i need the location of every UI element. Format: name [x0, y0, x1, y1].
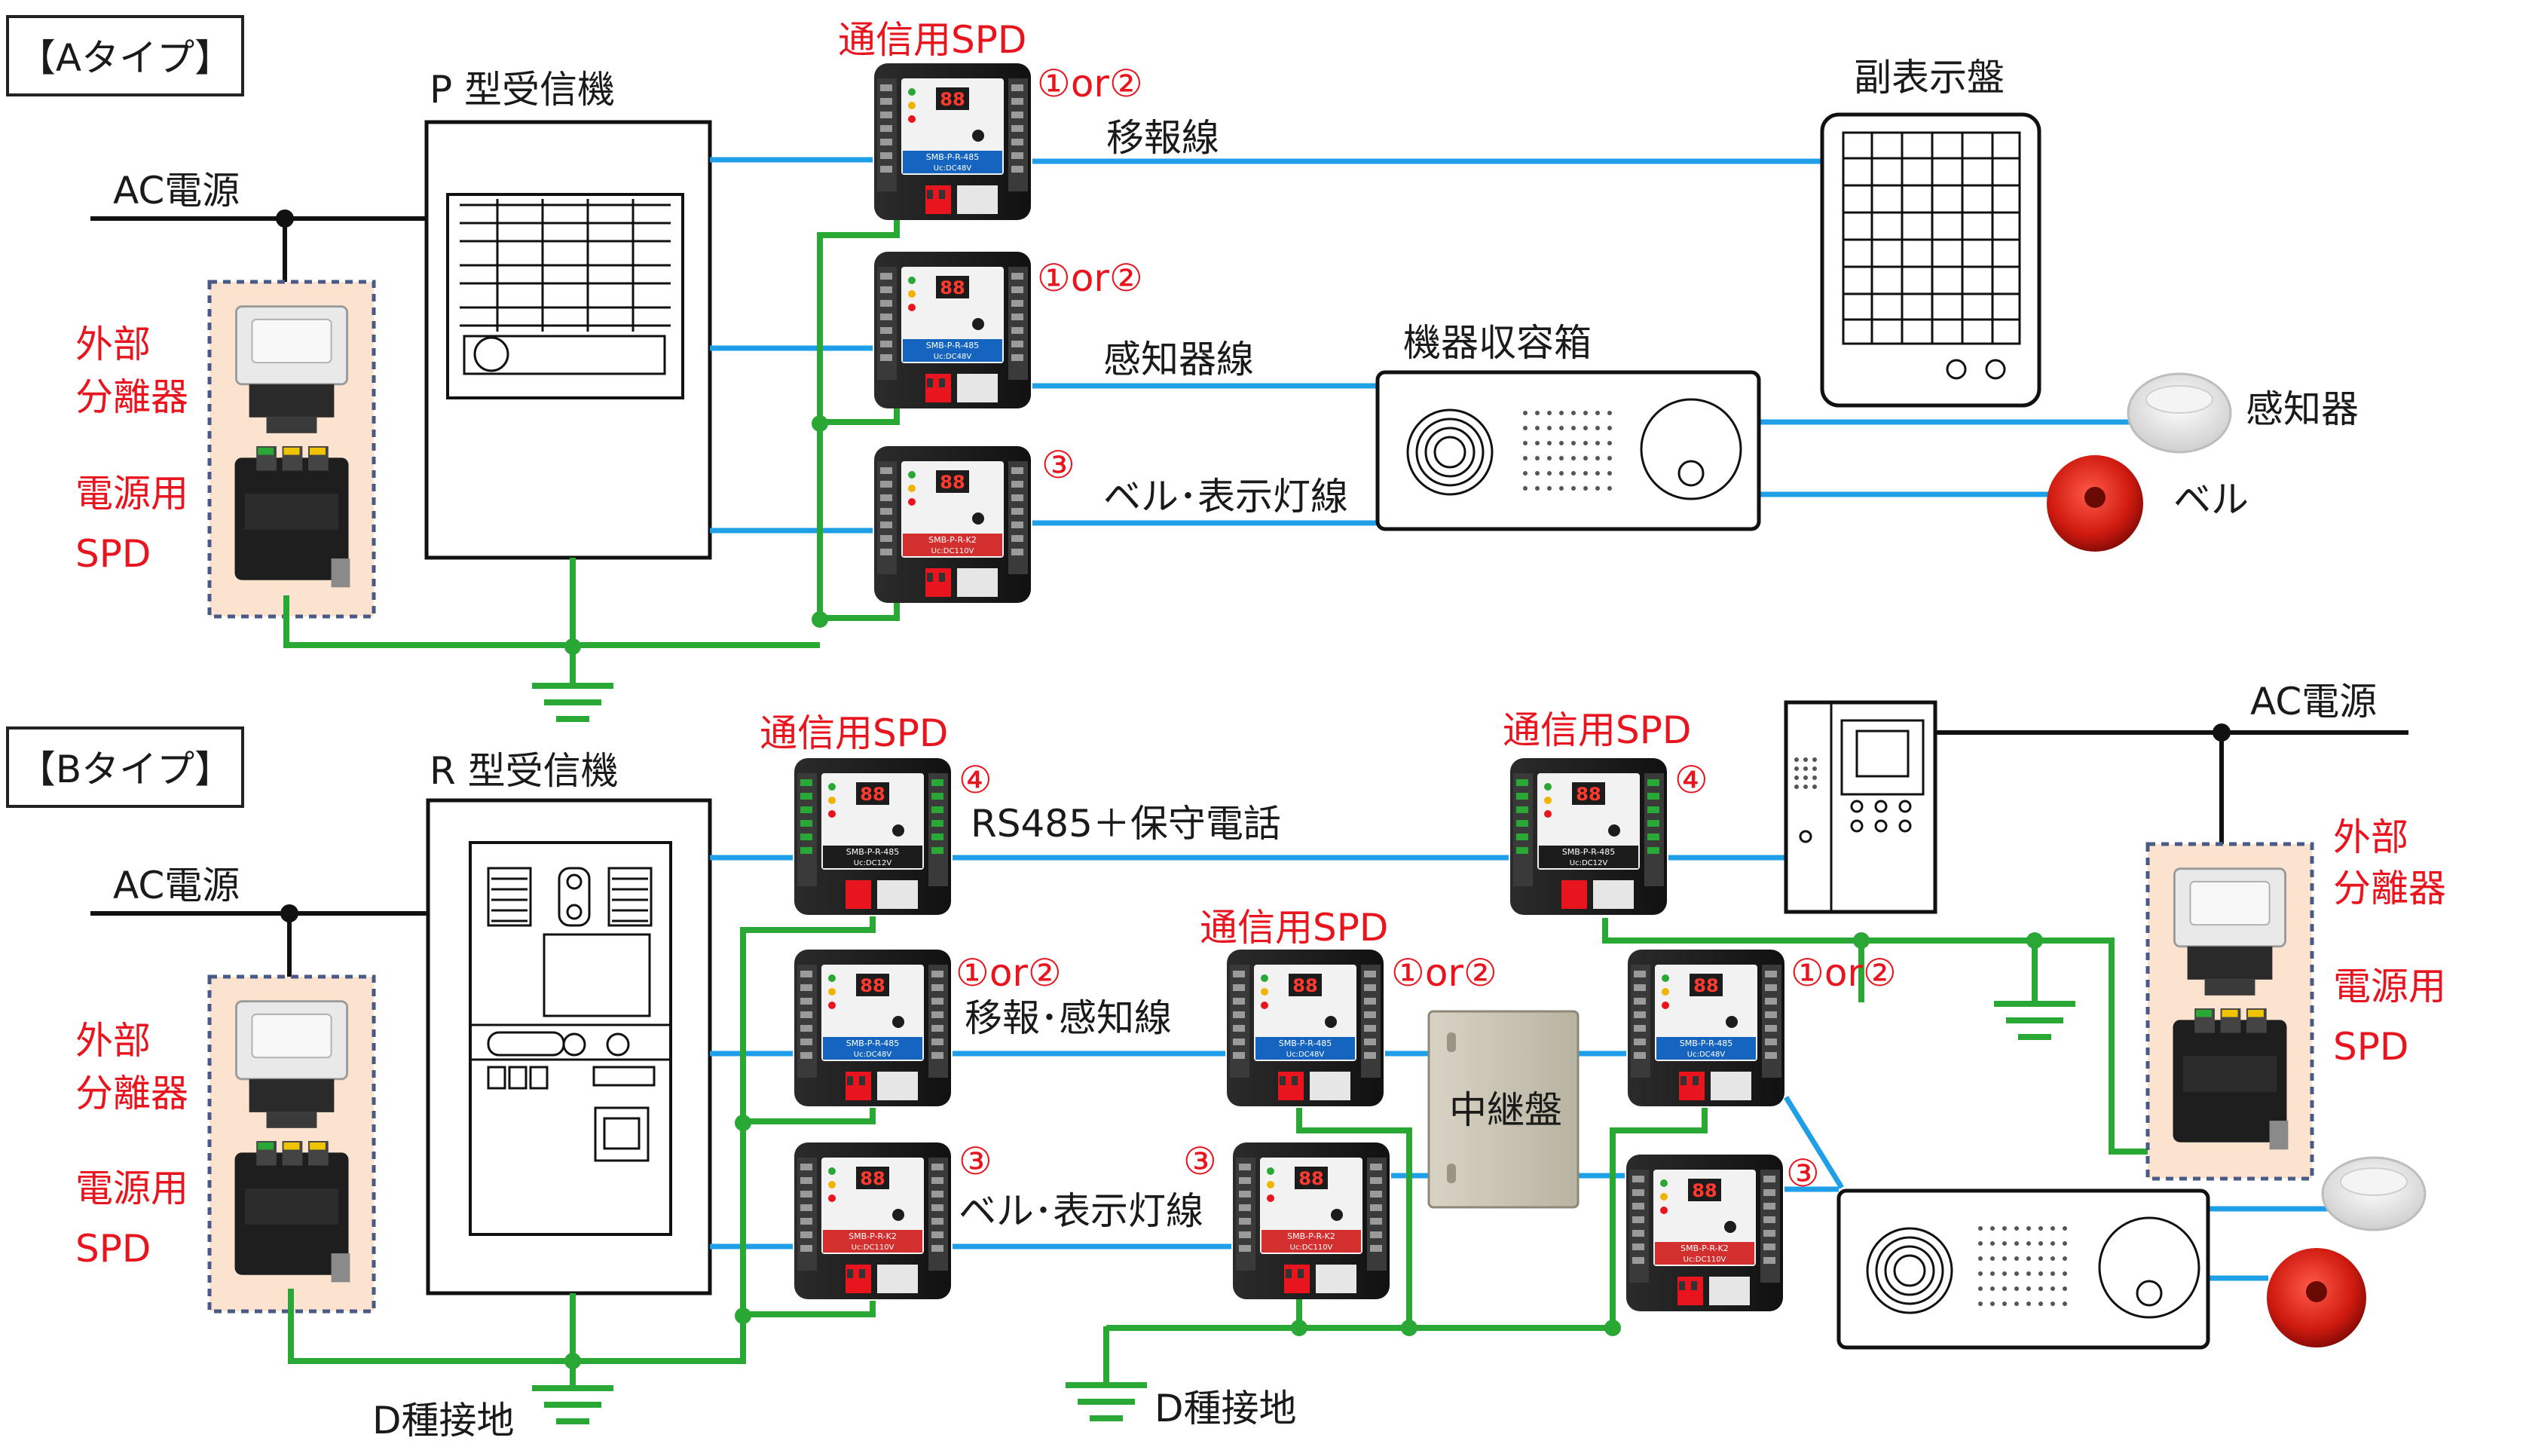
type-b-receiver-details [470, 867, 671, 1162]
type-b-comm-spd-2: 通信用SPD [1503, 708, 1691, 752]
type-a-sub-panel-grid [1843, 133, 2020, 344]
type-a-title: 【Aタイプ】 [18, 36, 232, 80]
type-a-title-box [6, 15, 244, 96]
type-b-spd-m2 [1227, 950, 1384, 1106]
type-b-spd-rs-left [794, 758, 951, 915]
type-a-spd3-tag: ③ [1041, 443, 1075, 487]
type-a-indicator-lamp [1640, 398, 1742, 500]
type-b-ground-wire-right [1103, 918, 2185, 1385]
type-b-ground-left-label: D種接地 [372, 1399, 515, 1442]
type-a-section: 【Aタイプ】 AC電源 外部 分離器 電源用 SPD P 型受信機 [6, 15, 2359, 722]
type-b-ground-symbol-left [532, 1361, 613, 1424]
type-a-spd-transfer [874, 63, 1031, 220]
type-b-tag-b3: ③ [1786, 1152, 1820, 1195]
type-b-tag-rs-left: ④ [959, 758, 992, 802]
type-b-comm-spd-1: 通信用SPD [760, 711, 948, 755]
type-b-ground-symbol-center [1066, 1382, 1147, 1421]
type-b-spd-b2 [1233, 1142, 1390, 1299]
type-b-ground-symbol-right [1994, 1001, 2075, 1040]
type-b-tag-m2: ①or② [1391, 951, 1497, 995]
type-b-ac-left-label: AC電源 [113, 864, 240, 907]
type-b-ext-sep-r1: 外部 [2333, 815, 2408, 859]
type-b-power-spd-r1: 電源用 [2333, 965, 2446, 1008]
type-a-spd-sensor [874, 252, 1031, 408]
type-b-bell-label: ベル･表示灯線 [959, 1189, 1203, 1233]
type-b-title-box [6, 726, 244, 808]
type-b-tag-b2: ③ [1183, 1139, 1217, 1183]
type-b-power-spd-r2: SPD [2333, 1025, 2408, 1069]
type-a-receiver-grid [460, 199, 671, 332]
type-a-power-spd-2: SPD [75, 532, 151, 576]
type-a-ext-sep-1: 外部 [75, 323, 151, 366]
type-b-indicator-lamp [2098, 1216, 2200, 1319]
type-b-spd-b3 [1626, 1155, 1783, 1311]
type-b-relay-panel-label: 中継盤 [1449, 1088, 1562, 1132]
type-a-receiver-label: P 型受信機 [430, 68, 615, 112]
type-a-ac-label: AC電源 [113, 169, 240, 213]
type-b-transfer-sensor-label: 移報･感知線 [965, 996, 1172, 1040]
type-b-ext-sep-2: 分離器 [75, 1072, 188, 1115]
type-b-ext-sep-1: 外部 [75, 1019, 151, 1063]
type-a-ground-wire [283, 220, 900, 648]
type-b-power-spd-1: 電源用 [75, 1167, 188, 1210]
type-a-bell-label: ベル [2173, 478, 2249, 522]
type-a-spd2-tag: ①or② [1037, 256, 1143, 300]
type-a-transfer-label: 移報線 [1106, 116, 1219, 160]
type-b-relay-panel [1427, 1010, 1580, 1209]
type-b-rs485-label: RS485＋保守電話 [971, 802, 1281, 846]
type-b-ext-sep-r2: 分離器 [2333, 867, 2446, 910]
type-a-comm-spd-label: 通信用SPD [838, 18, 1026, 62]
type-a-equip-box-label: 機器収容箱 [1403, 321, 1592, 365]
type-b-power-spd-2: SPD [75, 1227, 151, 1271]
type-b-section: 【Bタイプ】 AC電源 外部 分離器 電源用 SPD R 型受信機 [6, 680, 2446, 1442]
type-b-spd-m1 [794, 950, 951, 1106]
type-b-receiver-label: R 型受信機 [430, 749, 619, 793]
type-a-detector-label: 感知器 [2246, 387, 2359, 431]
type-b-spd-rs-right [1510, 758, 1667, 915]
type-b-spd-m3 [1628, 950, 1784, 1106]
type-b-tag-b1: ③ [959, 1139, 992, 1183]
type-b-title: 【Bタイプ】 [18, 748, 232, 791]
type-a-spd-bell [874, 446, 1031, 603]
type-b-ac-right-label: AC電源 [2250, 680, 2377, 723]
type-b-ground-wire-left [288, 916, 876, 1364]
type-b-spd-b1 [794, 1142, 951, 1299]
type-b-comm-spd-3: 通信用SPD [1200, 906, 1388, 950]
type-a-bell-label: ベル･表示灯線 [1103, 475, 1348, 518]
type-b-tag-m3: ①or② [1791, 951, 1897, 995]
type-b-ground-right-label: D種接地 [1154, 1387, 1297, 1430]
type-b-speaker-icon [1866, 1227, 1953, 1314]
type-a-sub-panel-label: 副表示盤 [1854, 56, 2005, 99]
type-a-ground-symbol [532, 647, 613, 722]
type-a-power-spd-1: 電源用 [75, 472, 188, 515]
type-b-tag-m1: ①or② [956, 951, 1062, 995]
type-a-ext-sep-2: 分離器 [75, 375, 188, 419]
type-a-speaker-icon [1406, 408, 1494, 496]
type-a-spd1-tag: ①or② [1037, 62, 1143, 106]
type-b-tag-rs-right: ④ [1674, 758, 1708, 802]
type-a-sensor-label: 感知器線 [1103, 338, 1254, 381]
